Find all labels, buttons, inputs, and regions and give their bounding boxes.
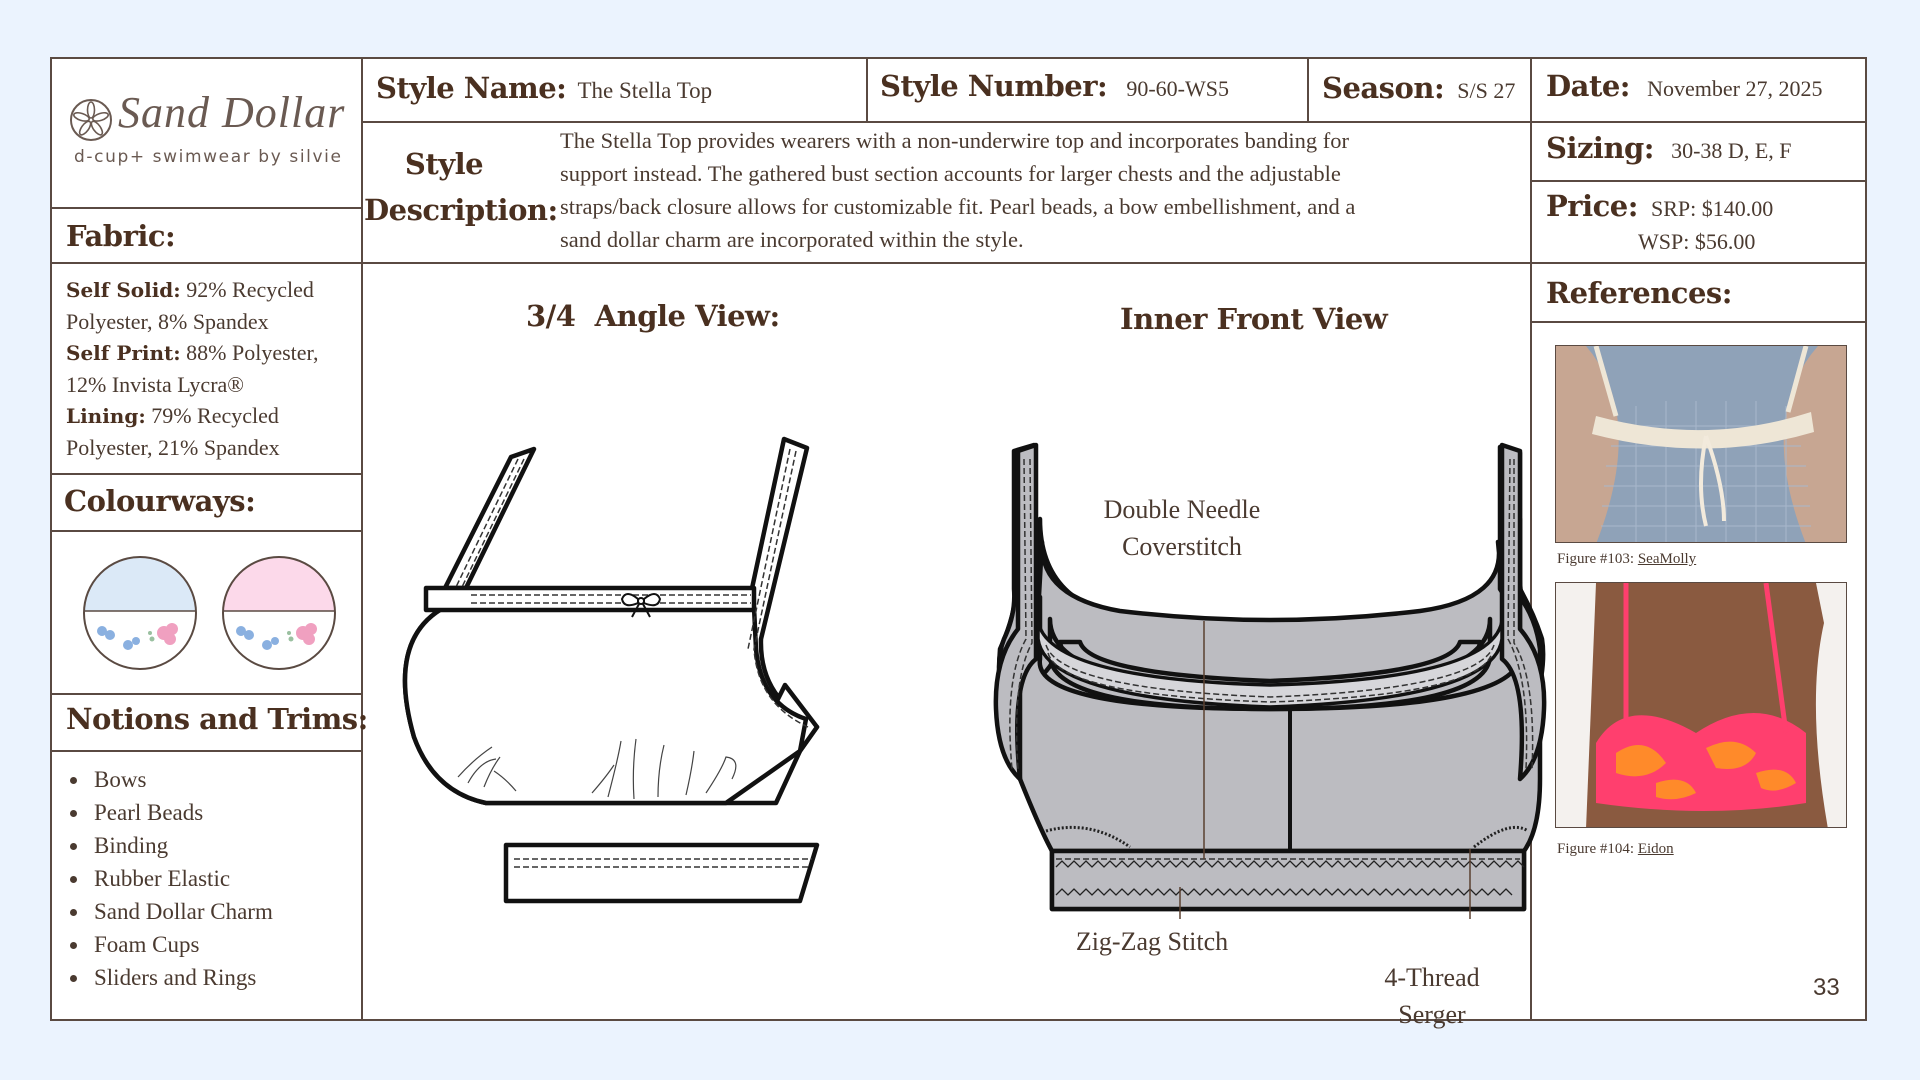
- list-item: Foam Cups: [90, 928, 352, 961]
- style-name-label: Style Name:: [376, 71, 567, 105]
- description-line: sand dollar charm are incorporated withi…: [560, 227, 1024, 252]
- reference-link-seamolly[interactable]: SeaMolly: [1637, 551, 1697, 567]
- list-item: Sliders and Rings: [90, 961, 352, 994]
- sand-dollar-icon: [70, 99, 112, 141]
- style-name-value: The Stella Top: [577, 78, 713, 103]
- fabric-content: Self Solid: 92% Recycled Polyester, 8% S…: [66, 274, 356, 463]
- divider: [1530, 321, 1867, 323]
- fabric-item: Lining: 79% Recycled: [66, 400, 356, 432]
- list-item: Pearl Beads: [90, 796, 352, 829]
- fabric-value: Polyester, 8% Spandex: [66, 309, 269, 334]
- brand-name: Sand Dollar: [118, 88, 346, 137]
- list-item: Sand Dollar Charm: [90, 895, 352, 928]
- divider: [361, 121, 1530, 123]
- sizing-field: Sizing: 30-38 D, E, F: [1546, 131, 1792, 165]
- fabric-name: Self Print:: [66, 341, 181, 365]
- fabric-value: 12% Invista Lycra®: [66, 372, 244, 397]
- callout-zigzag: Zig-Zag Stitch: [1075, 927, 1229, 956]
- sizing-value: 30-38 D, E, F: [1671, 138, 1792, 163]
- style-number-value: 90-60-WS5: [1126, 76, 1229, 101]
- reference-link-eidon[interactable]: Eidon: [1637, 841, 1674, 857]
- fabric-item: Self Solid: 92% Recycled: [66, 274, 356, 306]
- divider: [361, 59, 363, 1019]
- date-label: Date:: [1546, 69, 1631, 103]
- fabric-name: Self Solid:: [66, 278, 181, 302]
- price-label: Price:: [1546, 189, 1638, 223]
- style-number-label: Style Number:: [880, 69, 1108, 103]
- brand-tagline: d-cup+ swimwear by silvie: [74, 147, 343, 167]
- inner-front-view-drawing: [993, 442, 1547, 919]
- divider: [52, 750, 361, 752]
- tech-pack-sheet: Sand Dollar d-cup+ swimwear by silvie St…: [50, 57, 1867, 1029]
- fabric-item: Self Print: 88% Polyester,: [66, 337, 356, 369]
- reference-caption-103: Figure #103: SeaMolly: [1557, 551, 1696, 568]
- fabric-value: Polyester, 21% Spandex: [66, 435, 280, 460]
- colourway-swatch-blue: [83, 556, 197, 670]
- colourways-label: Colourways:: [64, 484, 256, 518]
- style-description-label: Style Description:: [364, 141, 558, 233]
- divider: [52, 473, 361, 475]
- date-value: November 27, 2025: [1647, 76, 1823, 101]
- reference-image-eidon: [1555, 582, 1847, 828]
- reference-caption-104: Figure #104: Eidon: [1557, 841, 1674, 858]
- angle-view-drawing: [402, 436, 820, 904]
- divider: [52, 262, 361, 264]
- label-line: Style: [404, 147, 484, 181]
- divider: [1530, 121, 1867, 123]
- inner-view-title: Inner Front View: [1120, 302, 1388, 336]
- date-field: Date: November 27, 2025: [1546, 69, 1822, 103]
- divider: [1530, 180, 1867, 182]
- list-item: Binding: [90, 829, 352, 862]
- label-line: Description:: [364, 193, 558, 227]
- description-line: support instead. The gathered bust secti…: [560, 161, 1341, 186]
- divider: [866, 59, 868, 121]
- price-srp: SRP: $140.00: [1651, 196, 1774, 221]
- callout-line: Coverstitch: [1122, 532, 1242, 561]
- price-wsp: WSP: $56.00: [1638, 229, 1756, 254]
- fabric-value: 79% Recycled: [151, 403, 279, 428]
- callout-line: Double Needle: [1103, 495, 1261, 524]
- colourway-swatch-pink: [222, 556, 336, 670]
- caption-label: Figure #103:: [1557, 551, 1635, 567]
- fabric-value: 92% Recycled: [186, 277, 314, 302]
- reference-image-seamolly: [1555, 345, 1847, 543]
- angle-view-title: 3/4 Angle View:: [526, 299, 780, 333]
- callout-line: 4-Thread: [1384, 963, 1480, 992]
- season-field: Season: S/S 27: [1322, 71, 1515, 105]
- page-number: 33: [1813, 974, 1840, 1001]
- callout-line: Serger: [1398, 1000, 1466, 1029]
- notions-list: Bows Pearl Beads Binding Rubber Elastic …: [52, 763, 352, 994]
- season-value: S/S 27: [1457, 78, 1516, 103]
- fabric-value: 88% Polyester,: [186, 340, 319, 365]
- callout-double-needle: Double Needle Coverstitch: [1052, 491, 1312, 565]
- style-name-field: Style Name: The Stella Top: [376, 71, 712, 105]
- divider: [52, 693, 361, 695]
- callout-serger: 4-Thread Serger: [1352, 959, 1512, 1033]
- style-description-text: The Stella Top provides wearers with a n…: [560, 124, 1355, 256]
- fabric-label: Fabric:: [66, 219, 176, 253]
- style-number-field: Style Number: 90-60-WS5: [880, 69, 1229, 103]
- list-item: Bows: [90, 763, 352, 796]
- fabric-name: Lining:: [66, 404, 146, 428]
- sizing-label: Sizing:: [1546, 131, 1655, 165]
- divider: [1530, 59, 1532, 1019]
- notions-label: Notions and Trims:: [66, 702, 368, 736]
- description-line: straps/back closure allows for customiza…: [560, 194, 1356, 219]
- divider: [52, 530, 361, 532]
- references-label: References:: [1546, 276, 1732, 310]
- description-line: The Stella Top provides wearers with a n…: [560, 128, 1350, 153]
- season-label: Season:: [1322, 71, 1445, 105]
- divider: [361, 262, 1867, 264]
- caption-label: Figure #104:: [1557, 841, 1635, 857]
- divider: [1307, 59, 1309, 121]
- price-field: Price: SRP: $140.00: [1546, 189, 1773, 223]
- list-item: Rubber Elastic: [90, 862, 352, 895]
- divider: [52, 207, 361, 209]
